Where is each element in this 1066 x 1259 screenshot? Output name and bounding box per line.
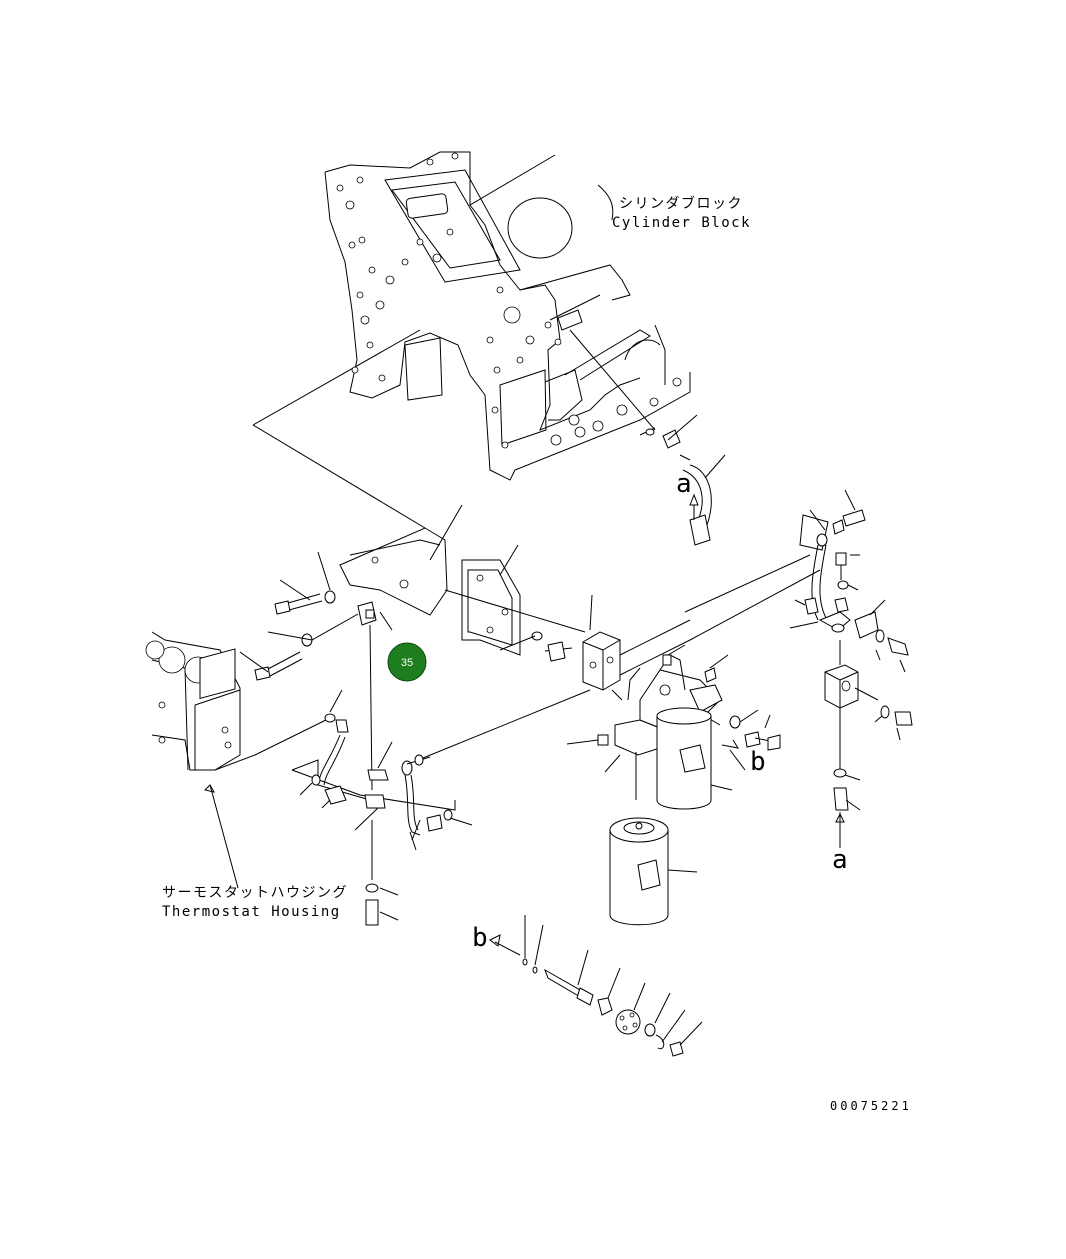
right-tube-assembly: a	[789, 489, 913, 875]
view-ref-b-lower: b	[472, 923, 488, 953]
callout-35[interactable]: 35	[387, 642, 427, 682]
view-ref-b-upper: b	[750, 747, 766, 777]
document-number: 00075221	[830, 1099, 912, 1113]
thermostat-housing: サーモスタットハウジング Thermostat Housing	[145, 631, 348, 920]
cylinder-block: シリンダブロック Cylinder Block	[252, 151, 751, 529]
bracket-bolts	[239, 551, 393, 791]
cylinder-block-label-jp: シリンダブロック	[619, 195, 743, 212]
sensor-parts: b	[472, 915, 703, 1057]
view-ref-a-upper: a	[676, 469, 692, 499]
filter-head-assembly	[499, 554, 821, 926]
thermostat-housing-label-jp: サーモスタットハウジング	[162, 885, 348, 901]
lower-tube-assembly	[291, 689, 591, 926]
thermostat-housing-label-en: Thermostat Housing	[162, 904, 341, 920]
block-holes	[336, 152, 682, 449]
mounting-bracket	[339, 504, 586, 656]
hose-assembly-upper: a	[639, 414, 726, 546]
callout-35-number: 35	[401, 657, 413, 669]
view-ref-a-lower: a	[832, 845, 848, 875]
cylinder-block-label-en: Cylinder Block	[612, 215, 751, 231]
view-ref-b-upper-group: b	[750, 747, 766, 777]
